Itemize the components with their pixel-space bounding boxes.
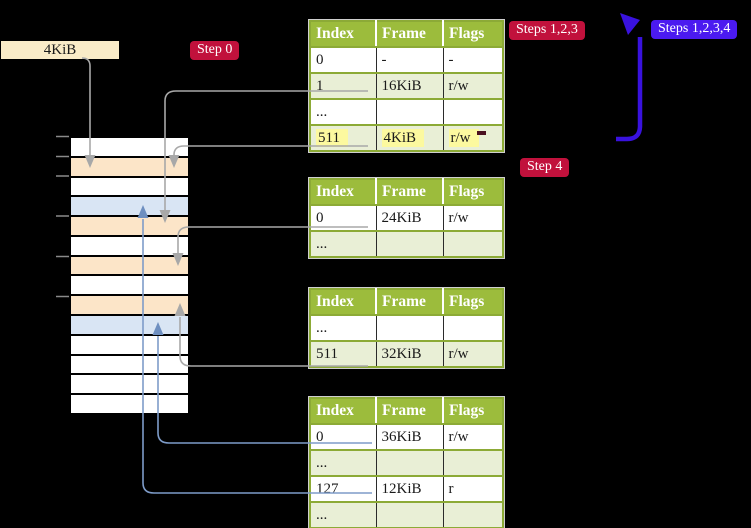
table-cell: ... (316, 454, 328, 471)
highlighted-value: 511 (316, 128, 348, 147)
column-header-frame: Frame (375, 179, 443, 206)
memory-frame-row-white (71, 355, 188, 374)
table-cell: r/w (442, 205, 503, 231)
table-cell: ... (316, 235, 328, 252)
table-cell (442, 315, 503, 341)
table-cell: 127 (316, 480, 339, 497)
table-cell (375, 99, 443, 125)
table-cell: - (375, 47, 443, 73)
memory-frame-row-white (71, 138, 188, 156)
table-cell: r/w (442, 125, 503, 151)
column-header-flags: Flags (442, 398, 503, 425)
table-row: 511 4KiB r/w (310, 125, 503, 151)
address-tick-marks (56, 135, 69, 298)
table-cell (442, 231, 503, 257)
table-cell: 4KiB (375, 125, 443, 151)
column-header-flags: Flags (442, 289, 503, 316)
table-row: ... (310, 99, 503, 125)
table-row: ... (310, 502, 503, 528)
memory-frame-row-peach (71, 157, 188, 176)
table-cell (442, 450, 503, 476)
big-arrow-steps-head-icon (620, 13, 640, 35)
highlighted-value: 4KiB (381, 128, 425, 147)
memory-frame-row-white (71, 236, 188, 255)
memory-frame-row-white (71, 276, 188, 295)
table-cell (442, 502, 503, 528)
column-header-index: Index (310, 398, 376, 425)
table-cell: 511 (316, 345, 338, 362)
memory-frame-row-white (71, 395, 188, 413)
badge-steps-1-2-3-4: Steps 1,2,3,4 (651, 20, 738, 39)
page-size-label-box: 4KiB (1, 41, 119, 59)
table-cell (375, 315, 443, 341)
table-cell: ... (316, 319, 328, 336)
physical-memory-strip (69, 136, 190, 415)
memory-frame-row-peach (71, 256, 188, 275)
table-cell: 511 (310, 125, 376, 151)
table-cell: 36KiB (375, 424, 443, 450)
table-cell: ... (316, 103, 328, 120)
table-cell: 24KiB (375, 205, 443, 231)
table-cell: r (442, 476, 503, 502)
column-header-index: Index (310, 289, 376, 316)
table-cell (375, 502, 443, 528)
table-cell: ... (316, 506, 328, 523)
badge-steps-1-2-3: Steps 1,2,3 (509, 21, 585, 40)
memory-frame-row-white (71, 335, 188, 354)
memory-frame-row-blue (71, 316, 188, 334)
column-header-frame: Frame (375, 398, 443, 425)
table-cell: r/w (442, 73, 503, 99)
table-cell (375, 231, 443, 257)
table-cell: r/w (442, 341, 503, 367)
column-header-flags: Flags (442, 179, 503, 206)
table-cell: 32KiB (375, 341, 443, 367)
table-cell: 0 (316, 428, 324, 445)
highlighted-value: r/w (448, 128, 479, 147)
memory-frame-row-peach (71, 296, 188, 315)
table-cell: 12KiB (375, 476, 443, 502)
big-arrow-steps-shaft (616, 37, 643, 142)
memory-frame-row-blue (71, 197, 188, 216)
badge-step-4: Step 4 (520, 158, 570, 177)
table-cell: 0 (316, 51, 324, 68)
table-row: ... (310, 450, 503, 476)
memory-frame-row-white (71, 177, 188, 196)
table-row: ... (310, 315, 503, 341)
table-cell: 0 (316, 209, 324, 226)
memory-frame-row-white (71, 375, 188, 394)
badge-step-0: Step 0 (190, 41, 240, 60)
column-header-frame: Frame (375, 289, 443, 316)
column-header-index: Index (310, 21, 376, 48)
column-header-frame: Frame (375, 21, 443, 48)
table-cell: 1 (316, 77, 324, 94)
table-cell (375, 450, 443, 476)
column-header-flags: Flags (442, 21, 503, 48)
page-size-label: 4KiB (43, 41, 77, 58)
column-header-index: Index (310, 179, 376, 206)
table-cell: r/w (442, 424, 503, 450)
memory-frame-row-peach (71, 217, 188, 235)
table-cell: 16KiB (375, 73, 443, 99)
table-cell (442, 99, 503, 125)
table-row: 0 -- (310, 47, 503, 73)
table-row: ... (310, 231, 503, 257)
table-cell: - (442, 47, 503, 73)
